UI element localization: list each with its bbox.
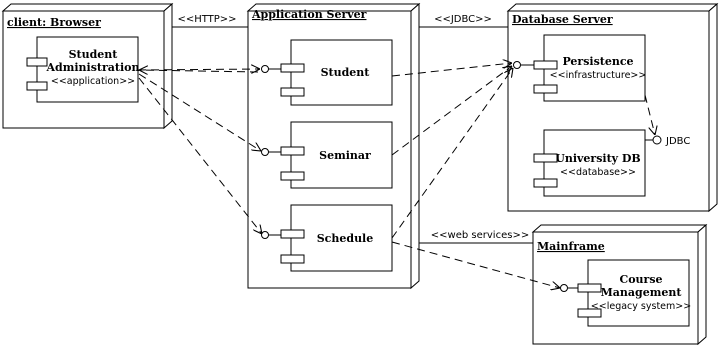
component-port bbox=[26, 57, 48, 67]
communication-paths: <<HTTP>> <<JDBC>> <<web services>> bbox=[172, 14, 533, 244]
component-port bbox=[533, 84, 558, 94]
component-port bbox=[577, 283, 602, 293]
node-title: Mainframe bbox=[537, 240, 605, 253]
component-university-db: University DB <<database>> bbox=[533, 129, 646, 197]
node-title: Database Server bbox=[512, 13, 613, 26]
component-port bbox=[533, 178, 558, 188]
component-port bbox=[577, 308, 602, 318]
lollipop-icon bbox=[652, 135, 662, 145]
component-schedule: Schedule bbox=[280, 204, 393, 272]
component-stereotype: <<infrastructure>> bbox=[550, 70, 647, 81]
component-port bbox=[280, 229, 305, 239]
interface-lollipops bbox=[261, 61, 578, 292]
component-port bbox=[533, 153, 558, 163]
component-stereotype: <<legacy system>> bbox=[591, 301, 691, 312]
dependency-arrow bbox=[391, 63, 512, 77]
node-title: client: Browser bbox=[7, 16, 101, 29]
component-label: Seminar bbox=[319, 149, 371, 162]
dependencies bbox=[137, 63, 655, 288]
dependency-arrow bbox=[391, 66, 512, 156]
lollipop-icon bbox=[261, 65, 269, 73]
path-label-http: <<HTTP>> bbox=[177, 14, 236, 25]
component-port bbox=[280, 171, 305, 181]
dependency-arrow bbox=[644, 94, 655, 135]
component-stereotype: <<application>> bbox=[51, 76, 135, 87]
dependency-arrow bbox=[138, 77, 262, 234]
node-title: Application Server bbox=[251, 8, 367, 21]
path-label-jdbc: <<JDBC>> bbox=[434, 14, 492, 25]
interface-label: JDBC bbox=[665, 136, 690, 147]
component-label: Management bbox=[601, 286, 683, 299]
dependency-arrow bbox=[139, 70, 259, 72]
component-label: Schedule bbox=[317, 232, 374, 245]
component-student: Student bbox=[280, 39, 393, 106]
component-port bbox=[280, 87, 305, 97]
component-stereotype: <<database>> bbox=[560, 167, 636, 178]
component-label: University DB bbox=[555, 152, 640, 165]
component-label: Persistence bbox=[562, 55, 633, 68]
component-port bbox=[280, 146, 305, 156]
lollipop-icon bbox=[560, 284, 568, 292]
component-label: Student bbox=[321, 66, 371, 79]
lollipop-icon bbox=[513, 61, 521, 69]
dependency-arrow bbox=[138, 73, 261, 151]
component-course-management: Course Management <<legacy system>> bbox=[577, 259, 691, 327]
path-label-web-services: <<web services>> bbox=[431, 230, 529, 241]
lollipop-icon bbox=[261, 231, 269, 239]
component-port bbox=[280, 254, 305, 264]
component-label: Student bbox=[69, 48, 119, 61]
dependency-arrow bbox=[391, 241, 560, 288]
component-port bbox=[280, 63, 305, 73]
component-label: Administration bbox=[45, 61, 139, 74]
dependency-arrow bbox=[137, 69, 260, 70]
component-port bbox=[26, 81, 48, 91]
component-seminar: Seminar bbox=[280, 121, 393, 189]
component-persistence: Persistence <<infrastructure>> bbox=[533, 34, 647, 102]
component-student-administration: Student Administration <<application>> bbox=[26, 36, 140, 103]
lollipop-icon bbox=[261, 148, 269, 156]
dependency-arrow bbox=[391, 68, 513, 239]
component-label: Course bbox=[619, 273, 662, 286]
component-port bbox=[533, 60, 558, 70]
